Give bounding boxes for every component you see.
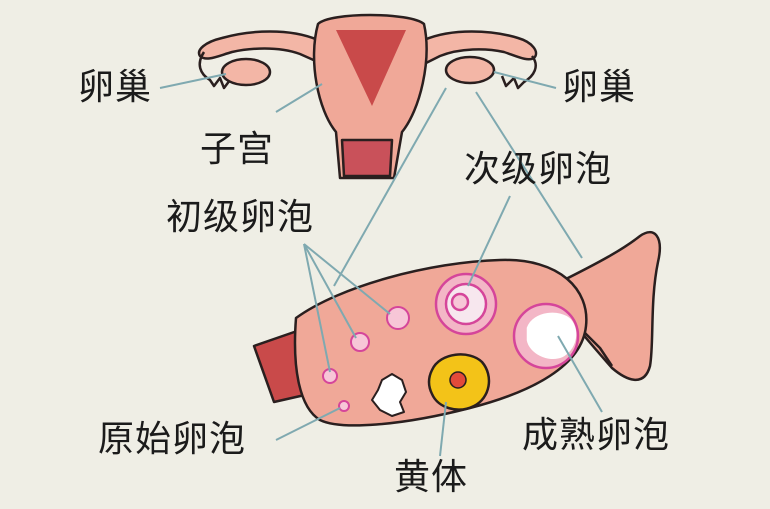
uterus-group: [197, 13, 538, 180]
left-fallopian-tube: [197, 30, 320, 64]
leader-secondary: [467, 195, 511, 287]
label-ovary-left: 卵巢: [78, 67, 153, 108]
leader-lines: [159, 71, 603, 457]
left-ovary-shape: [220, 57, 272, 87]
label-ovary-right: 卵巢: [562, 67, 637, 108]
uterine-cavity: [336, 30, 406, 106]
leader-mature: [557, 335, 603, 413]
label-primary-follicle: 初级卵泡: [166, 197, 315, 238]
leader-uterus: [275, 83, 323, 113]
degenerating-follicle: [371, 373, 407, 417]
cervix: [340, 138, 394, 178]
leader-zoom-right: [475, 91, 583, 259]
corpus-luteum-shape: [427, 353, 491, 411]
leader-primordial: [275, 407, 341, 441]
leader-primary-2: [303, 243, 357, 339]
leader-ovary-right: [493, 71, 557, 89]
primordial-follicle-1: [338, 400, 350, 412]
right-fimbriae: [500, 55, 537, 90]
leader-corpus-luteum: [439, 401, 447, 457]
leader-ovary-left: [159, 73, 227, 89]
secondary-follicle: [434, 272, 498, 336]
left-fimbriae: [198, 51, 231, 90]
primary-follicle-3: [386, 306, 410, 330]
leader-zoom-left: [333, 87, 447, 287]
right-ovary-shape: [444, 55, 496, 85]
label-uterus: 子宫: [200, 129, 275, 170]
ovary-body: [293, 258, 588, 427]
label-mature-follicle: 成熟卵泡: [522, 415, 671, 456]
right-tube: [558, 230, 661, 381]
mature-follicle: [512, 302, 580, 370]
label-primordial-follicle: 原始卵泡: [98, 419, 247, 460]
leader-primary-1: [303, 243, 331, 373]
label-corpus-luteum: 黄体: [394, 457, 469, 498]
label-secondary-follicle: 次级卵泡: [464, 149, 613, 190]
ovary-cross-section: [252, 230, 661, 427]
leader-primary-3: [303, 243, 391, 315]
